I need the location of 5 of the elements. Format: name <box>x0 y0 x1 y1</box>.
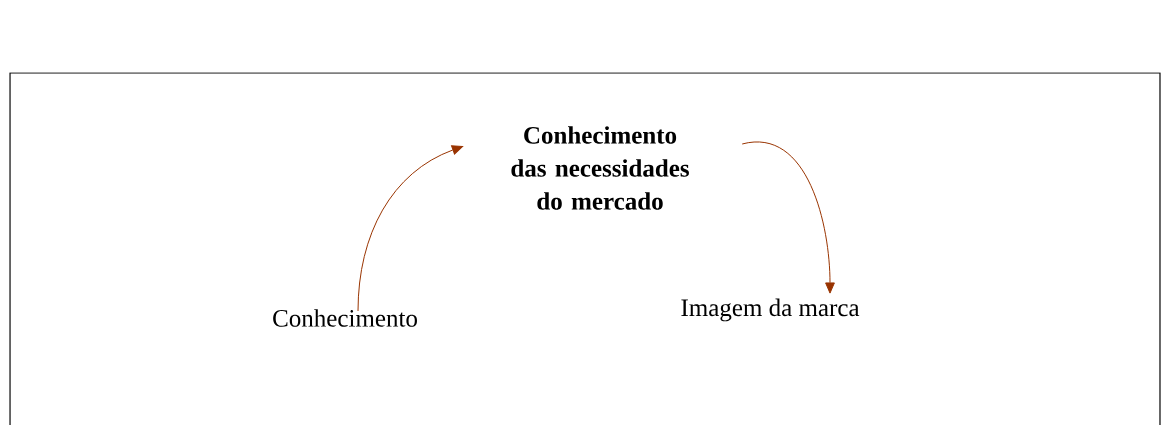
node-text: Imagem da marca <box>681 298 860 322</box>
curved-arrow <box>741 141 835 294</box>
curved-arrow <box>357 145 464 312</box>
node-text: Conhecimento <box>273 309 417 327</box>
node-text: Conhecimento das necessidades do mercado <box>511 126 689 210</box>
